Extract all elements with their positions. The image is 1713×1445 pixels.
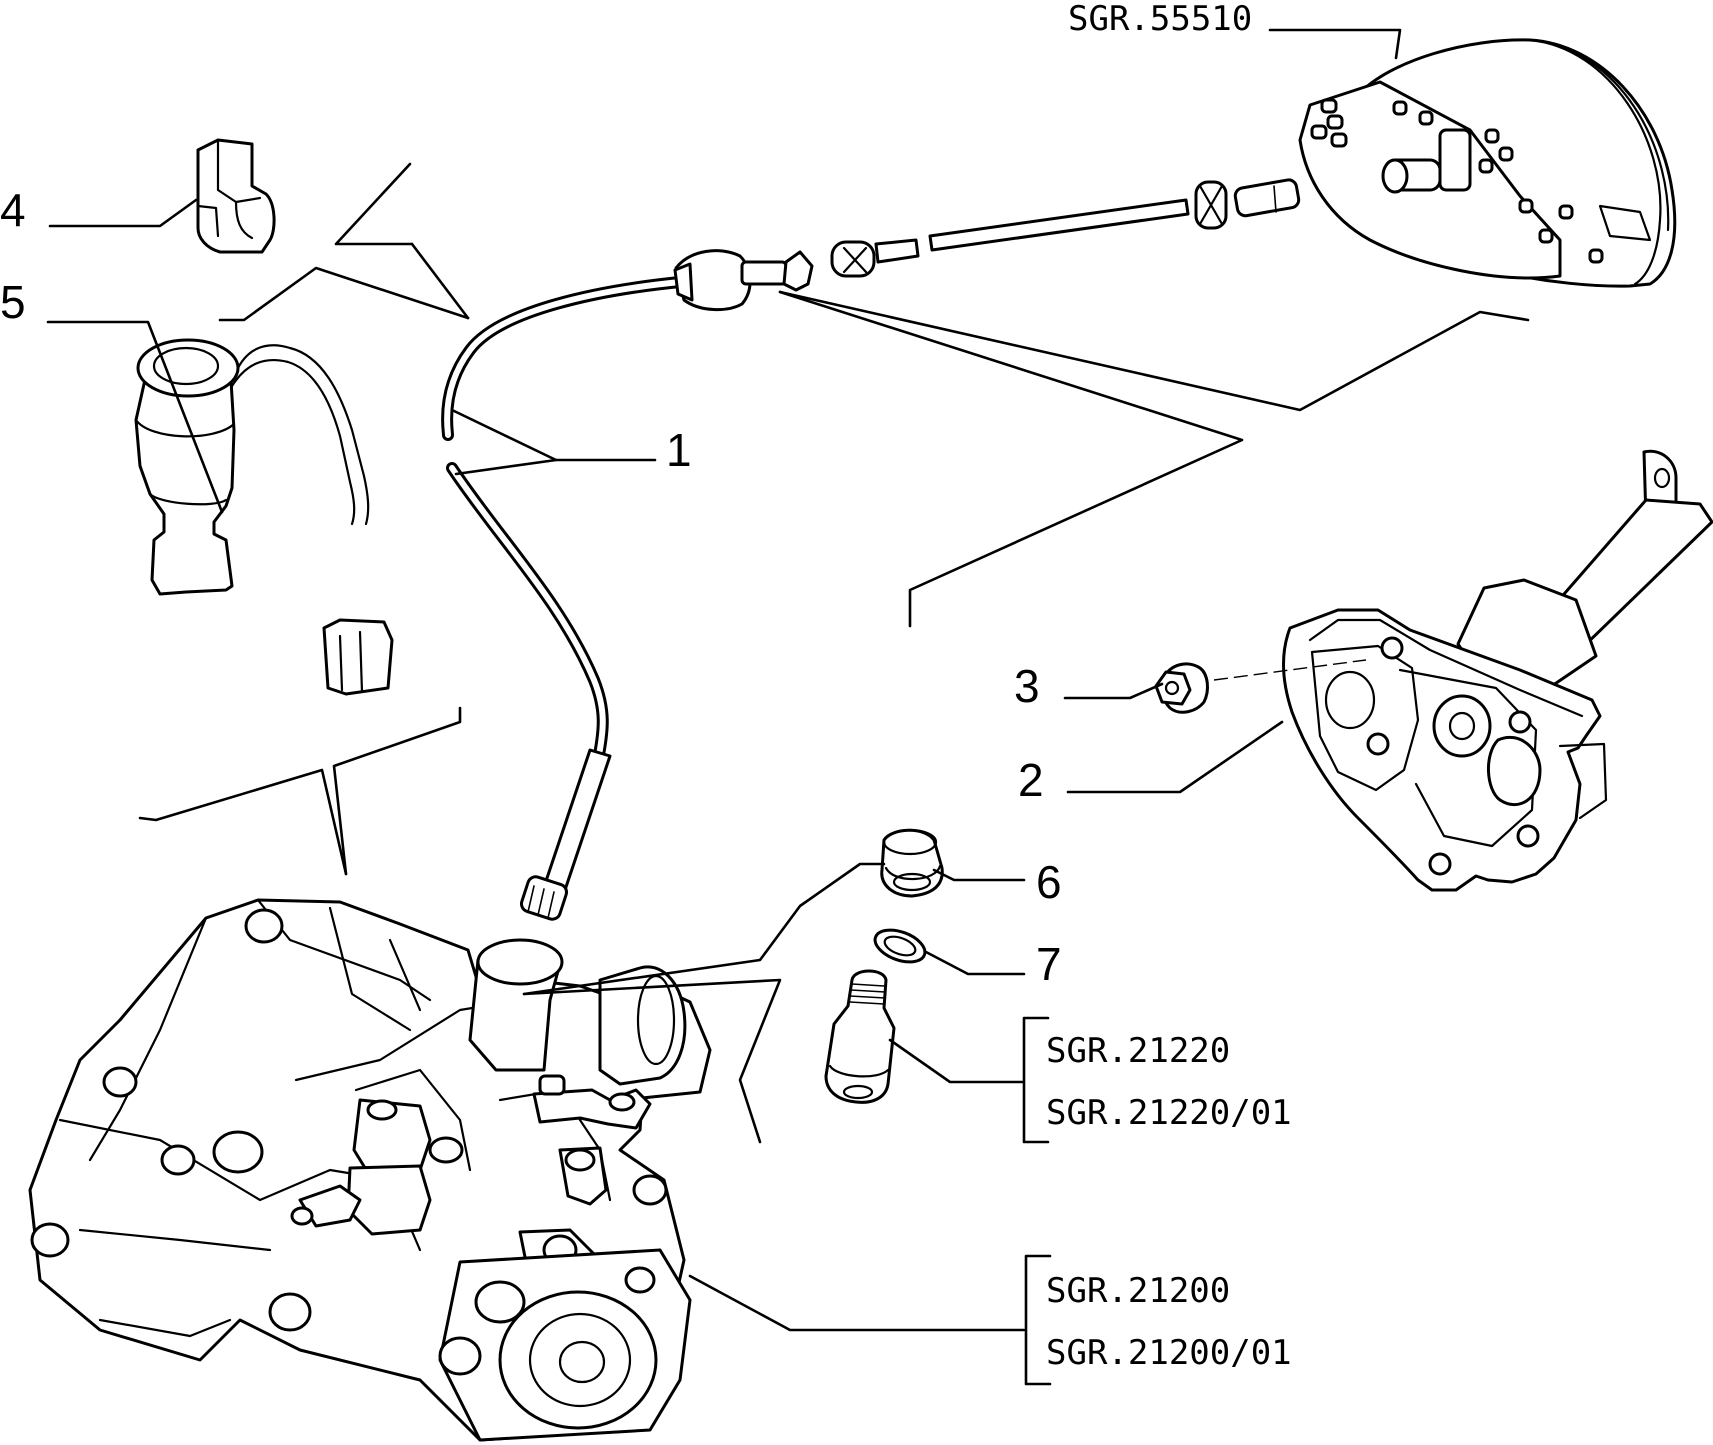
- drive-gear: [824, 969, 896, 1104]
- callout-5: 5: [0, 276, 26, 328]
- ref-transmission-b: SGR.21200/01: [1046, 1333, 1292, 1373]
- seal-ring: [873, 928, 927, 964]
- callout-numbers: 1 2 3 4 5 6 7: [0, 184, 1062, 990]
- ref-transmission-a: SGR.21200: [1046, 1271, 1230, 1311]
- reference-codes: SGR.55510 SGR.21220 SGR.21220/01 SGR.212…: [1046, 0, 1292, 1373]
- nut: [1154, 659, 1367, 714]
- ref-drive-gear-a: SGR.21220: [1046, 1031, 1230, 1071]
- callout-4: 4: [0, 184, 26, 236]
- callout-7: 7: [1036, 938, 1062, 990]
- speedometer-cable: [441, 178, 1301, 921]
- callout-6: 6: [1036, 856, 1062, 908]
- cable-clip: [196, 138, 276, 254]
- callout-2: 2: [1018, 754, 1044, 806]
- callout-3: 3: [1014, 660, 1040, 712]
- transmission: [28, 898, 712, 1442]
- ref-instrument-cluster: SGR.55510: [1068, 0, 1252, 39]
- leader-lines: [46, 28, 1530, 1386]
- bush: [880, 828, 944, 898]
- mounting-bracket: [1282, 449, 1713, 892]
- instrument-cluster: [1298, 38, 1677, 288]
- ref-drive-gear-b: SGR.21220/01: [1046, 1093, 1292, 1133]
- callout-1: 1: [666, 424, 692, 476]
- speed-sensor: [134, 338, 394, 696]
